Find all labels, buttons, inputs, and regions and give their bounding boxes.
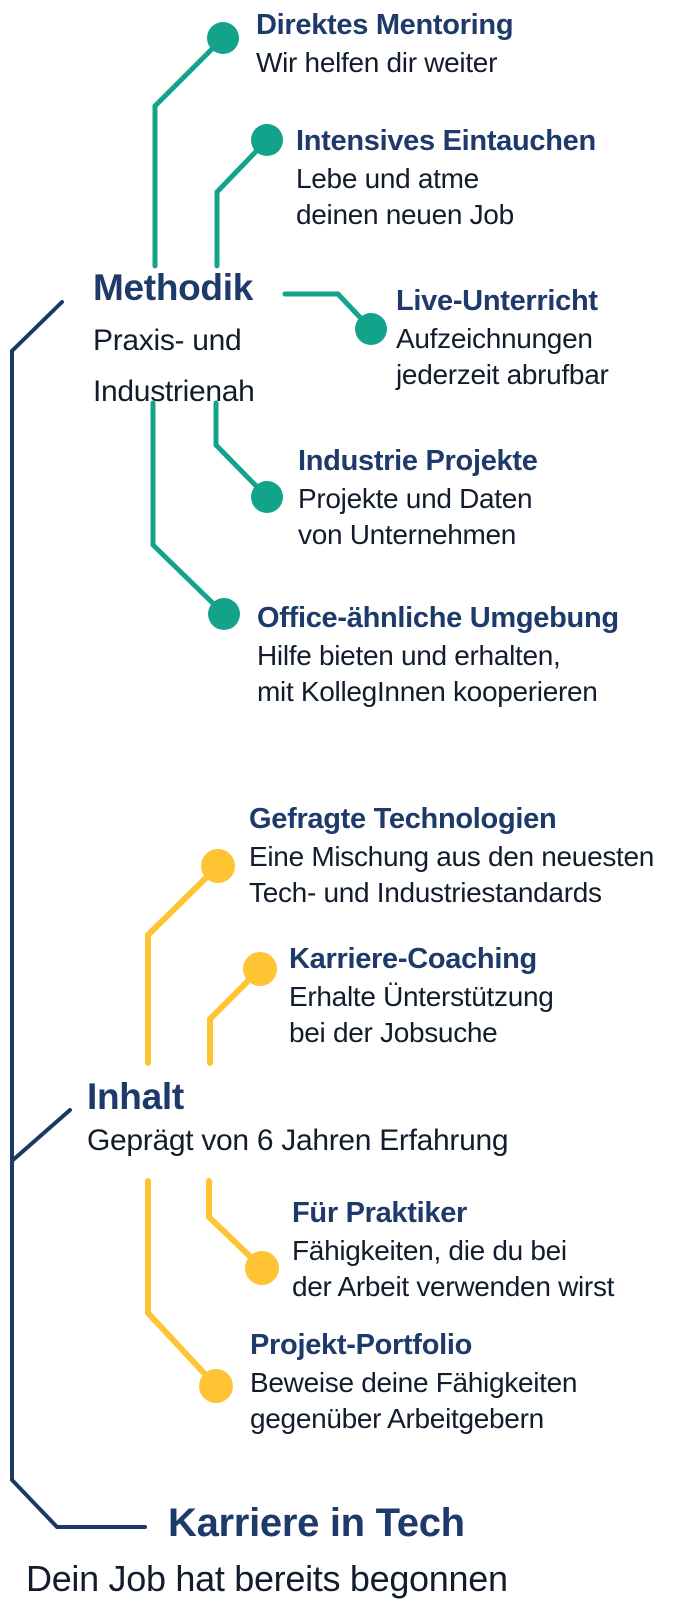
item-live-unterricht: Live-Unterricht Aufzeichnungen jederzeit… (396, 282, 609, 393)
node-projekt-portfolio (199, 1369, 233, 1403)
item-text-line: Beweise deine Fähigkeiten (250, 1367, 578, 1398)
item-fuer-praktiker: Für Praktiker Fähigkeiten, die du bei de… (292, 1194, 614, 1305)
item-text-line: von Unternehmen (298, 519, 517, 550)
item-text-line: der Arbeit verwenden wirst (292, 1271, 615, 1302)
wire-live-unterricht (282, 291, 374, 332)
item-text-line: Wir helfen dir weiter (256, 47, 498, 78)
wire-karriere-coaching (207, 966, 263, 1066)
branch-subtitle-line: Praxis- und (93, 324, 242, 357)
item-title: Office-ähnliche Umgebung (257, 602, 619, 634)
item-text-line: deinen neuen Job (296, 199, 514, 230)
item-projekt-portfolio: Projekt-Portfolio Beweise deine Fähigkei… (250, 1326, 577, 1437)
node-industrie-projekte (251, 481, 283, 513)
root-subtitle: Dein Job hat bereits begonnen (26, 1558, 508, 1599)
item-text-line: Erhalte Ünterstützung (289, 981, 554, 1012)
item-title: Gefragte Technologien (249, 803, 557, 835)
wire-intensives-eintauchen (214, 137, 270, 269)
item-karriere-coaching: Karriere-Coaching Erhalte Ünterstützung … (289, 940, 554, 1051)
item-industrie-projekte: Industrie Projekte Projekte und Daten vo… (298, 442, 538, 553)
branch-subtitle-line: Industrienah (93, 375, 255, 408)
item-intensives-eintauchen: Intensives Eintauchen Lebe und atme dein… (296, 122, 596, 233)
item-title: Live-Unterricht (396, 285, 598, 317)
item-title: Direktes Mentoring (256, 9, 514, 41)
item-title: Industrie Projekte (298, 445, 538, 477)
item-office-umgebung: Office-ähnliche Umgebung Hilfe bieten un… (257, 599, 619, 710)
item-text-line: gegenüber Arbeitgebern (250, 1403, 544, 1434)
branch-label: Inhalt (87, 1076, 184, 1117)
item-text-line: bei der Jobsuche (289, 1017, 498, 1048)
item-gefragte-technologien: Gefragte Technologien Eine Mischung aus … (249, 800, 654, 911)
item-title: Intensives Eintauchen (296, 125, 596, 157)
item-text-line: jederzeit abrufbar (396, 359, 609, 390)
root-bracket-line (10, 300, 147, 1529)
item-text-line: Projekte und Daten (298, 483, 533, 514)
item-direktes-mentoring: Direktes Mentoring Wir helfen dir weiter (256, 6, 514, 81)
item-text-line: Hilfe bieten und erhalten, (257, 640, 561, 671)
item-text-line: mit KollegInnen kooperieren (257, 676, 598, 707)
node-fuer-praktiker (245, 1251, 279, 1285)
item-title: Projekt-Portfolio (250, 1329, 473, 1361)
wire-office-umgebung (150, 400, 227, 617)
node-intensives-eintauchen (251, 124, 283, 156)
wire-fuer-praktiker (206, 1178, 265, 1271)
branch-inhalt-heading: Inhalt Geprägt von 6 Jahren Erfahrung (87, 1076, 509, 1159)
branch-label: Methodik (93, 267, 253, 308)
item-text-line: Lebe und atme (296, 163, 479, 194)
root-inhalt-branch-line (11, 1108, 72, 1162)
branch-methodik-heading: Methodik Praxis- und Industrienah (93, 268, 255, 410)
item-title: Karriere-Coaching (289, 943, 537, 975)
node-office-umgebung (208, 598, 240, 630)
root-title: Karriere in Tech (168, 1501, 465, 1545)
branch-subtitle-line: Geprägt von 6 Jahren Erfahrung (87, 1124, 509, 1157)
node-karriere-coaching (243, 952, 277, 986)
node-gefragte-technologien (201, 849, 235, 883)
node-direktes-mentoring (207, 22, 239, 54)
item-title: Für Praktiker (292, 1197, 468, 1229)
wire-gefragte-technologien (145, 863, 221, 1066)
item-text-line: Fähigkeiten, die du bei (292, 1235, 567, 1266)
node-live-unterricht (355, 313, 387, 345)
wire-industrie-projekte (213, 400, 270, 500)
wire-direktes-mentoring (152, 35, 226, 269)
item-text-line: Tech- und Industriestandards (249, 877, 602, 908)
item-text-line: Aufzeichnungen (396, 323, 593, 354)
wire-projekt-portfolio (145, 1178, 219, 1389)
item-text-line: Eine Mischung aus den neuesten (249, 841, 655, 872)
